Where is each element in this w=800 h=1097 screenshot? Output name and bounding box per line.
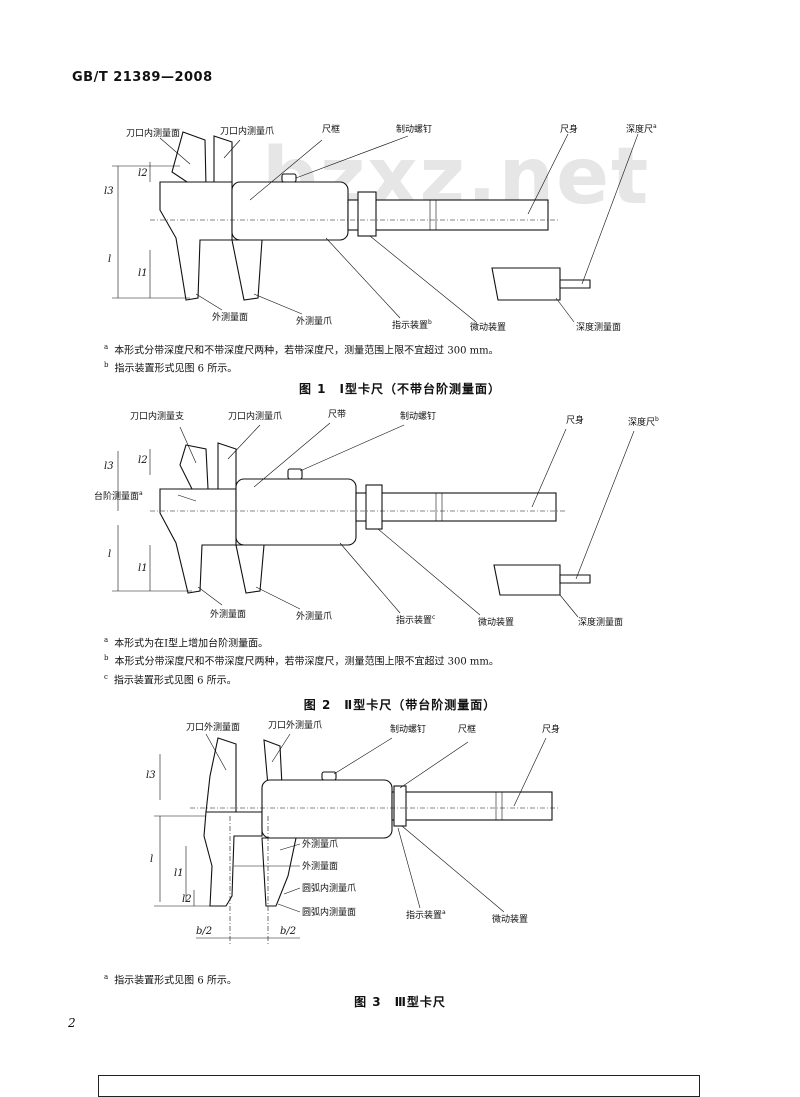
figure-2-caliper-type-2: l3 l2 l l1 刀口内测量支 刀口内测量爪 尺带 制动螺钉 尺身 深度尺b… bbox=[94, 409, 659, 628]
standard-header: GB/T 21389—2008 bbox=[72, 70, 213, 85]
dim-l2: l2 bbox=[182, 894, 192, 905]
sliding-outer-jaw bbox=[261, 837, 297, 907]
label-indicator: 指示装置c bbox=[396, 614, 435, 626]
label-knife-inner-jaw: 刀口内测量爪 bbox=[220, 125, 274, 137]
beam-shape bbox=[347, 199, 549, 231]
dim-l2: l2 bbox=[138, 168, 148, 179]
label-lock-screw: 制动螺钉 bbox=[396, 123, 432, 135]
slider-frame bbox=[235, 478, 357, 546]
label-arc-inner-face: 圆弧内测量面 bbox=[302, 906, 356, 918]
lock-screw-shape bbox=[281, 173, 297, 183]
figure-3-caliper-type-3: l3 l l1 l2 b/2 b/2 刀口外测量面 刀口外测量爪 制动螺钉 尺框… bbox=[146, 719, 560, 944]
dim-l1: l1 bbox=[138, 268, 148, 279]
depth-rod-tip bbox=[559, 279, 591, 289]
sliding-knife-outer-jaw bbox=[263, 739, 283, 787]
label-depth-rod: 深度尺a bbox=[626, 123, 657, 135]
dim-l3: l3 bbox=[146, 770, 156, 781]
label-fine-adjust: 微动装置 bbox=[492, 913, 528, 925]
fixed-outer-jaw bbox=[159, 488, 237, 594]
label-outer-face: 外测量面 bbox=[210, 608, 246, 620]
label-knife-outer-face: 刀口外测量面 bbox=[186, 721, 240, 733]
label-lock-screw: 制动螺钉 bbox=[400, 410, 436, 422]
label-knife-inner-face: 刀口内测量支 bbox=[130, 410, 184, 422]
fine-adjust-shape bbox=[393, 785, 407, 827]
dim-l3: l3 bbox=[104, 186, 114, 197]
sliding-knife-jaw bbox=[213, 135, 233, 185]
lock-screw-shape bbox=[321, 771, 337, 781]
dim-b-left: b/2 bbox=[196, 926, 212, 937]
slider-frame bbox=[261, 779, 393, 839]
dim-l: l bbox=[108, 254, 111, 265]
sliding-outer-jaw bbox=[235, 544, 265, 594]
label-indicator: 指示装置b bbox=[392, 319, 432, 331]
label-step-face: 台阶测量面a bbox=[94, 490, 143, 502]
label-beam: 尺身 bbox=[566, 414, 584, 426]
label-depth-face: 深度测量面 bbox=[578, 616, 623, 628]
dim-l: l bbox=[150, 854, 153, 865]
page-number: 2 bbox=[68, 1016, 76, 1030]
dim-b-right: b/2 bbox=[280, 926, 296, 937]
fine-adjust-shape bbox=[357, 191, 377, 237]
depth-rod-end bbox=[491, 267, 561, 301]
label-frame: 尺框 bbox=[322, 123, 340, 135]
figure-3-caption: 图 3 Ⅲ型卡尺 bbox=[354, 995, 446, 1009]
label-outer-jaw: 外测量爪 bbox=[296, 315, 332, 327]
depth-rod-tip bbox=[559, 574, 591, 584]
fine-adjust-shape bbox=[365, 484, 383, 530]
beam-shape bbox=[355, 492, 557, 522]
bottom-frame bbox=[98, 1075, 700, 1097]
label-frame: 尺带 bbox=[328, 409, 346, 420]
dim-l1: l1 bbox=[174, 868, 184, 879]
dim-l3: l3 bbox=[104, 461, 114, 472]
label-lock-screw: 制动螺钉 bbox=[390, 723, 426, 735]
label-indicator: 指示装置a bbox=[406, 909, 446, 921]
label-frame: 尺框 bbox=[458, 723, 476, 735]
fixed-knife-outer-jaw bbox=[205, 737, 237, 813]
depth-rod-end bbox=[493, 564, 561, 596]
label-knife-inner-jaw: 刀口内测量爪 bbox=[228, 410, 282, 422]
fixed-knife-jaw bbox=[179, 444, 209, 490]
fixed-outer-jaw bbox=[159, 181, 233, 301]
figure-1-caption: 图 1 Ⅰ型卡尺（不带台阶测量面） bbox=[299, 382, 501, 396]
sliding-knife-jaw bbox=[217, 442, 237, 490]
label-outer-face: 外测量面 bbox=[212, 311, 248, 323]
label-knife-outer-jaw: 刀口外测量爪 bbox=[268, 719, 322, 731]
dim-l: l bbox=[108, 549, 111, 560]
label-fine-adjust: 微动装置 bbox=[478, 616, 514, 628]
label-outer-face: 外测量面 bbox=[302, 860, 338, 872]
dim-l1: l1 bbox=[138, 563, 148, 574]
label-knife-inner-face: 刀口内测量面 bbox=[126, 127, 180, 139]
beam-shape bbox=[391, 791, 553, 821]
fixed-outer-jaw bbox=[203, 811, 263, 907]
label-beam: 尺身 bbox=[542, 723, 560, 735]
label-depth-face: 深度测量面 bbox=[576, 321, 621, 333]
label-beam: 尺身 bbox=[560, 123, 578, 135]
label-depth-rod: 深度尺b bbox=[628, 416, 659, 428]
sliding-outer-jaw bbox=[231, 239, 263, 301]
lock-screw-shape bbox=[287, 468, 303, 480]
label-outer-jaw: 外测量爪 bbox=[296, 610, 332, 622]
label-arc-inner-jaw: 圆弧内测量爪 bbox=[302, 882, 356, 894]
dim-l2: l2 bbox=[138, 455, 148, 466]
fixed-knife-jaw bbox=[171, 131, 207, 187]
label-outer-jaw: 外测量爪 bbox=[302, 838, 338, 850]
slider-frame bbox=[231, 181, 349, 241]
label-fine-adjust: 微动装置 bbox=[470, 321, 506, 333]
figure-1-caliper-type-1: l3 l2 l l1 刀口内测量面 刀口内测量爪 尺框 制动螺钉 尺身 深度尺a… bbox=[104, 123, 657, 333]
figure-2-caption: 图 2 Ⅱ型卡尺（带台阶测量面） bbox=[303, 698, 497, 712]
